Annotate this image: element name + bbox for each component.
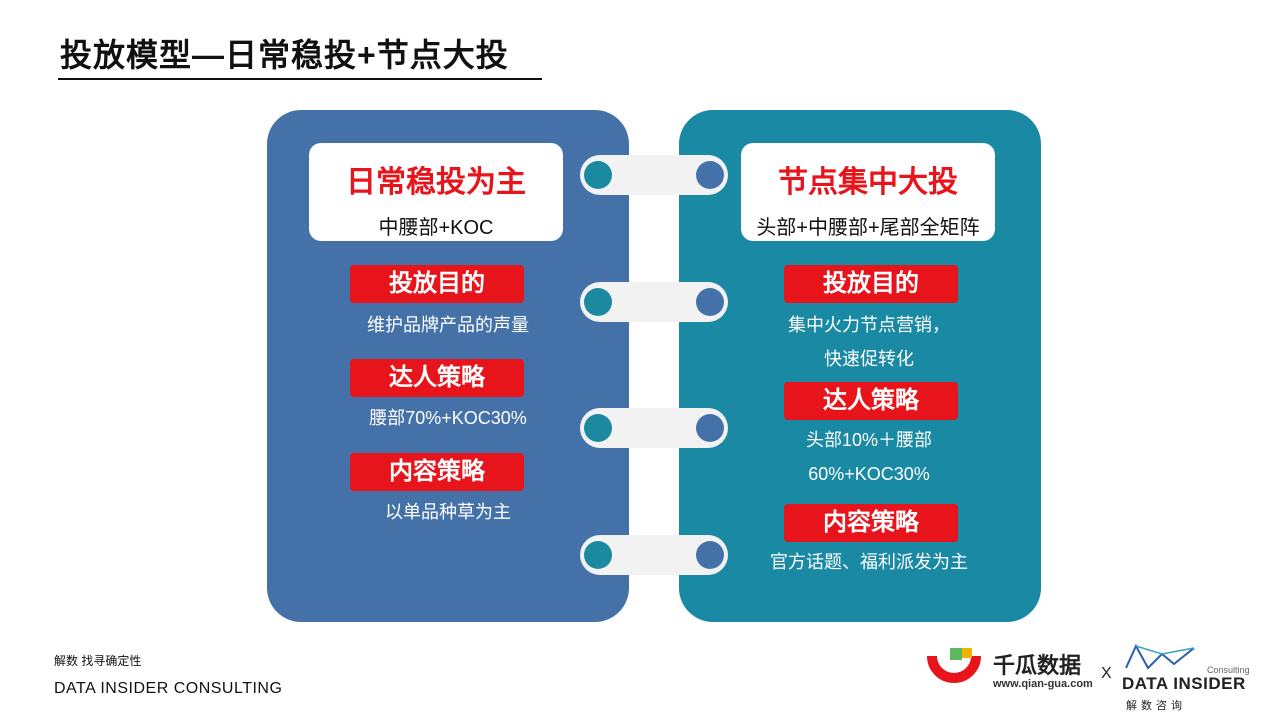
collab-x: X bbox=[1101, 665, 1112, 682]
node-content-strategy-text: 官方话题、福利派发为主 bbox=[770, 552, 968, 572]
connector-dot-right bbox=[696, 161, 724, 189]
qiangua-url: www.qian-gua.com bbox=[993, 678, 1093, 690]
daily-kol-strategy-label: 达人策略 bbox=[350, 359, 524, 397]
binder-connector bbox=[580, 408, 728, 448]
binder-connector bbox=[580, 535, 728, 575]
daily-purpose-text: 维护品牌产品的声量 bbox=[367, 315, 529, 335]
footer-company: DATA INSIDER CONSULTING bbox=[54, 680, 283, 697]
connector-dot-left bbox=[584, 161, 612, 189]
data-insider-logo-icon bbox=[1125, 643, 1195, 670]
node-head-subtitle: 头部+中腰部+尾部全矩阵 bbox=[756, 217, 980, 239]
footer-tagline: 解数 找寻确定性 bbox=[54, 654, 142, 668]
daily-head-title: 日常稳投为主 bbox=[346, 166, 526, 199]
di-subname: 解数咨询 bbox=[1126, 700, 1186, 712]
binder-connector bbox=[580, 282, 728, 322]
connector-dot-left bbox=[584, 288, 612, 316]
daily-head-card: 日常稳投为主 中腰部+KOC bbox=[309, 143, 563, 241]
daily-kol-strategy-text: 腰部70%+KOC30% bbox=[369, 408, 527, 428]
connector-dot-right bbox=[696, 288, 724, 316]
page-title: 投放模型—日常稳投+节点大投 bbox=[60, 37, 509, 73]
daily-content-strategy-label: 内容策略 bbox=[350, 453, 524, 491]
daily-head-subtitle: 中腰部+KOC bbox=[378, 217, 494, 239]
connector-dot-right bbox=[696, 541, 724, 569]
connector-dot-left bbox=[584, 541, 612, 569]
node-purpose-text-line2: 快速促转化 bbox=[824, 349, 914, 369]
node-head-card: 节点集中大投 头部+中腰部+尾部全矩阵 bbox=[741, 143, 995, 241]
node-kol-strategy-label: 达人策略 bbox=[784, 382, 958, 420]
node-content-strategy-label: 内容策略 bbox=[784, 504, 958, 542]
node-burst-panel: 节点集中大投 头部+中腰部+尾部全矩阵 投放目的 集中火力节点营销， 快速促转化… bbox=[679, 110, 1041, 622]
qiangua-name: 千瓜数据 bbox=[993, 653, 1082, 678]
di-name: DATA INSIDER bbox=[1122, 674, 1246, 693]
connector-dot-right bbox=[696, 414, 724, 442]
node-purpose-text-line1: 集中火力节点营销， bbox=[788, 315, 950, 335]
node-kol-strategy-text-line2: 60%+KOC30% bbox=[808, 464, 930, 484]
node-kol-strategy-text-line1: 头部10%＋腰部 bbox=[805, 430, 933, 450]
daily-content-strategy-text: 以单品种草为主 bbox=[385, 502, 511, 522]
title-underline bbox=[58, 78, 542, 80]
node-head-title: 节点集中大投 bbox=[778, 166, 958, 199]
node-purpose-label: 投放目的 bbox=[784, 265, 958, 303]
binder-connector bbox=[580, 155, 728, 195]
qiangua-logo-icon bbox=[927, 648, 981, 683]
di-consulting-label: Consulting bbox=[1207, 665, 1250, 675]
connector-dot-left bbox=[584, 414, 612, 442]
daily-purpose-label: 投放目的 bbox=[350, 265, 524, 303]
daily-steady-panel: 日常稳投为主 中腰部+KOC 投放目的 维护品牌产品的声量 达人策略 腰部70%… bbox=[267, 110, 629, 622]
